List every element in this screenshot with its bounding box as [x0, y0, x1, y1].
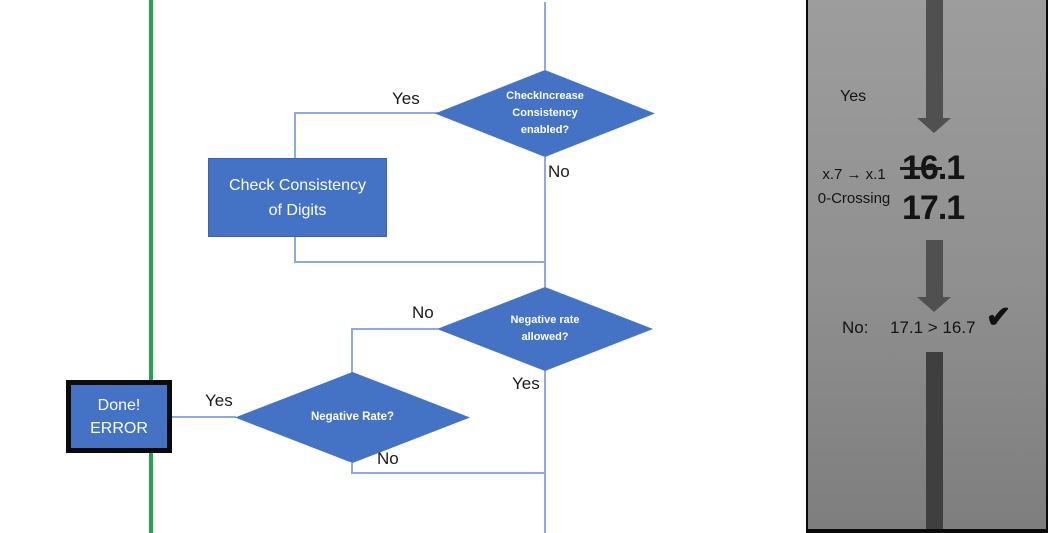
panel-new-value: 17.1	[902, 189, 965, 227]
connector-yes-top-down	[294, 112, 296, 158]
label-yes-mid: Yes	[512, 374, 540, 393]
connector-no-bottom-horizontal	[351, 472, 546, 474]
annotation-panel: Yes x.7 → x.1 0-Crossing 16.1 17.1 No: 1…	[806, 0, 1048, 533]
down-arrow-icon	[926, 352, 943, 529]
connector-no-bottom-down	[351, 463, 353, 474]
connector-yes-error-horizontal	[172, 416, 236, 418]
panel-yes-label: Yes	[840, 88, 867, 105]
connector-mid-vertical	[544, 157, 546, 287]
connector-top-vertical	[544, 2, 546, 70]
down-arrow-head-icon	[917, 297, 951, 312]
decision-negative-rate: Negative Rate?	[235, 372, 470, 463]
connector-bottom-vertical	[544, 371, 546, 533]
connector-process-out-down	[294, 235, 296, 263]
strikethrough-line	[900, 166, 942, 170]
down-arrow-icon	[926, 240, 943, 297]
label-yes-bottom: Yes	[205, 391, 233, 410]
connector-no-mid-down	[351, 328, 353, 373]
decision-checkincrease-consistency: CheckIncrease Consistency enabled?	[435, 70, 655, 157]
panel-result-label: No:	[842, 318, 869, 337]
label-no-bottom: No	[377, 449, 399, 468]
connector-process-out-horizontal	[294, 261, 546, 263]
panel-values: 16.1 17.1	[900, 148, 965, 228]
label-no-mid: No	[412, 303, 434, 322]
checkmark-icon: ✔	[986, 301, 1012, 334]
panel-rule-text: x.7 → x.1 0-Crossing	[817, 166, 891, 207]
label-no-top: No	[548, 162, 570, 181]
down-arrow-head-icon	[917, 118, 951, 133]
panel-old-value: 16.1	[900, 149, 965, 187]
green-accent-line	[149, 0, 153, 533]
connector-no-mid-horizontal	[351, 328, 438, 330]
terminal-done-error: Done! ERROR	[66, 380, 172, 453]
connector-yes-top-horizontal	[294, 112, 438, 114]
label-yes-top: Yes	[392, 89, 420, 108]
decision-negative-rate-allowed: Negative rate allowed?	[437, 287, 653, 371]
process-check-consistency-of-digits: Check Consistency of Digits	[208, 158, 387, 237]
down-arrow-icon	[926, 0, 943, 118]
panel-result-comparison: 17.1 > 16.7	[890, 318, 976, 337]
